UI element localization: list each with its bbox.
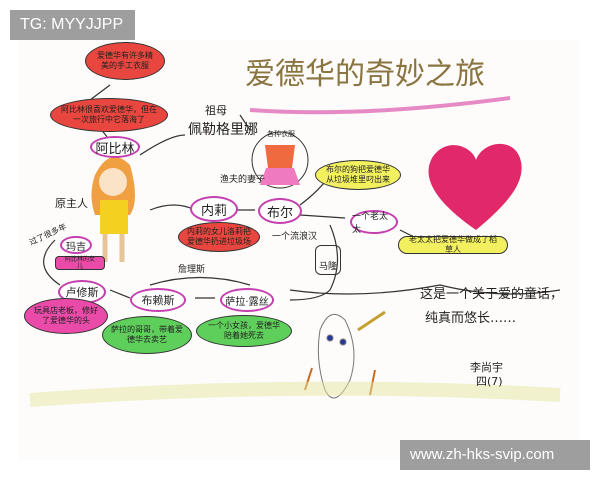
fisher-wife-label: 渔夫的妻子	[220, 175, 266, 185]
note-sarah: 一个小女孩，爱德华陪着她死去	[196, 315, 292, 347]
node-bryce: 布赖斯	[130, 288, 186, 312]
title-underline	[249, 96, 511, 115]
grandma-role: 祖母	[205, 104, 227, 117]
owner-role: 原主人	[55, 197, 88, 210]
node-nellie: 内莉	[190, 196, 238, 222]
signature-class: 四(7)	[476, 375, 503, 388]
note-old-lady: 老太太把爱德华做成了稻草人	[398, 235, 508, 254]
note-abilene: 阿比林很喜欢爱德华，但在一次旅行中它落海了	[50, 98, 168, 132]
signature-name: 李尚宇	[470, 361, 503, 374]
note-bryce: 萨拉的哥哥，带着爱德华去卖艺	[102, 316, 192, 354]
clothes-label: 各种衣服	[267, 130, 295, 138]
note-maggie: 阿比林的女儿	[55, 256, 105, 270]
node-maggie: 玛吉	[60, 236, 92, 254]
note-bull: 布尔的狗把爱德华从垃圾堆里叼出来	[315, 160, 401, 190]
node-sarah: 萨拉·露丝	[220, 288, 274, 312]
father-label: 詹理斯	[178, 265, 206, 275]
caption-line-2: 纯真而悠长……	[425, 311, 517, 326]
note-nellie: 内莉的女儿洛莉把爱德华扔进垃圾场	[178, 222, 260, 252]
dress-drawing	[251, 131, 309, 189]
watermark-bottom: www.zh-hks-svip.com	[400, 440, 590, 470]
tramp-label: 一个流浪汉	[272, 232, 318, 242]
node-bull: 布尔	[258, 198, 302, 224]
node-abilene: 阿比林	[90, 136, 140, 158]
caption-line-1: 这是一个关于爱的童话，	[420, 287, 564, 302]
title-text: 爱德华的奇妙之旅	[245, 57, 485, 92]
node-old-lady: 一个老太太	[350, 210, 398, 235]
note-lucius: 玩具店老板，修好了爱德华的头	[24, 298, 108, 334]
watermark-top: TG: MYYJJPP	[10, 10, 135, 40]
girl-abilene-drawing	[91, 157, 135, 262]
heart-icon	[428, 143, 522, 230]
grandma-name: 佩勒格里娜	[188, 122, 258, 138]
note-clothes: 爱德华有许多精美的手工衣服	[85, 42, 165, 80]
malone-label: 马隆	[315, 245, 342, 276]
